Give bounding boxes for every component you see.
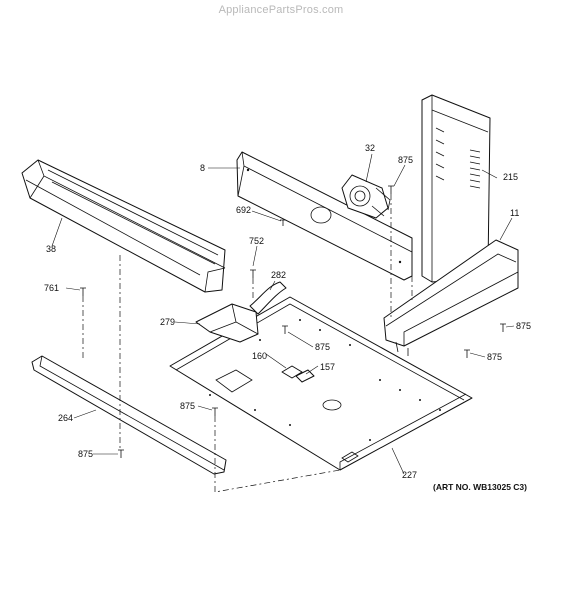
callout-752: 752 [249, 236, 264, 246]
callout-227: 227 [402, 470, 417, 480]
screw-icon [80, 185, 506, 458]
callout-264: 264 [58, 413, 73, 423]
callout-279: 279 [160, 317, 175, 327]
callout-215: 215 [503, 172, 518, 182]
part-279-air-duct[interactable] [195, 303, 259, 343]
callout-875: 875 [487, 352, 502, 362]
callout-692: 692 [236, 205, 251, 215]
callout-8: 8 [200, 163, 205, 173]
callout-761: 761 [44, 283, 59, 293]
callout-160: 160 [252, 351, 267, 361]
callout-875: 875 [78, 449, 93, 459]
part-32-cooling-fan[interactable] [341, 174, 391, 219]
callout-38: 38 [46, 244, 56, 254]
callout-875: 875 [516, 321, 531, 331]
callout-157: 157 [320, 362, 335, 372]
part-38-vent-trim[interactable] [21, 159, 226, 293]
art-number: (ART NO. WB13025 C3) [433, 482, 527, 492]
callout-875: 875 [398, 155, 413, 165]
callout-875: 875 [180, 401, 195, 411]
watermark-text: AppliancePartsPros.com [218, 4, 344, 16]
callout-875: 875 [315, 342, 330, 352]
base-plate-holes [209, 319, 441, 441]
duct-vent-slots [435, 127, 481, 189]
part-157-thermal-switch[interactable] [295, 369, 315, 383]
part-11-side-rail[interactable] [383, 239, 519, 356]
leader-lines [51, 153, 515, 475]
part-8-back-panel[interactable] [236, 151, 413, 281]
alignment-lines [82, 194, 413, 493]
part-282-hose[interactable] [249, 281, 287, 315]
callout-282: 282 [271, 270, 286, 280]
callout-11: 11 [510, 208, 519, 218]
callout-32: 32 [365, 143, 375, 153]
part-264-bottom-rail[interactable] [31, 355, 227, 475]
part-callouts: 8 32 875 215 11 692 38 752 282 761 279 8… [44, 143, 531, 480]
